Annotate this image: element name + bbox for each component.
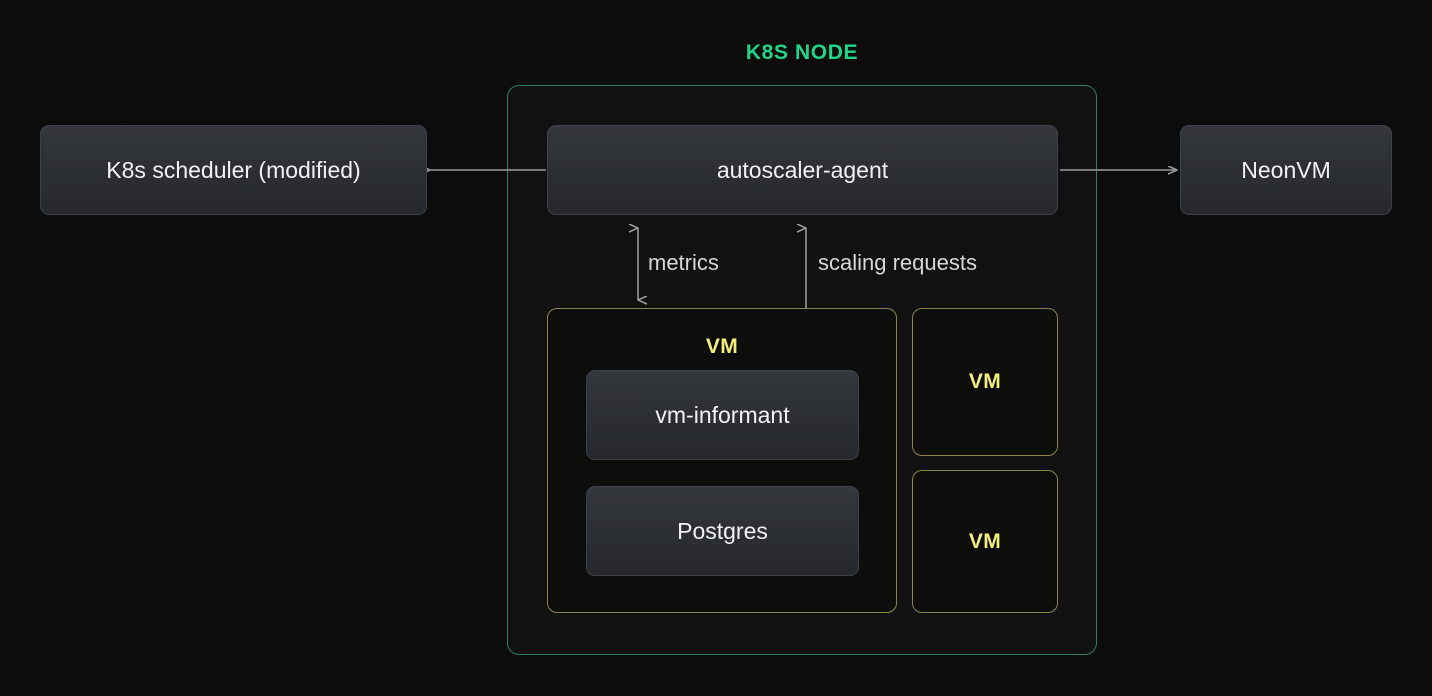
edge-label-scaling-requests: scaling requests	[818, 250, 977, 275]
node-postgres[interactable]: Postgres	[586, 486, 859, 576]
node-autoscaler-agent[interactable]: autoscaler-agent	[547, 125, 1058, 215]
edge-label-metrics: metrics	[648, 250, 719, 275]
vm-secondary-2[interactable]: VM	[912, 470, 1058, 613]
vm-secondary-1[interactable]: VM	[912, 308, 1058, 456]
vm-secondary-2-label: VM	[968, 529, 1002, 553]
vm-main-label: VM	[705, 335, 739, 358]
vm-secondary-1-label: VM	[968, 370, 1002, 393]
node-vm-informant[interactable]: vm-informant	[586, 370, 859, 460]
node-scheduler[interactable]: K8s scheduler (modified)	[40, 125, 427, 215]
page-title: K8S NODE	[745, 41, 859, 64]
node-neonvm[interactable]: NeonVM	[1180, 125, 1392, 215]
